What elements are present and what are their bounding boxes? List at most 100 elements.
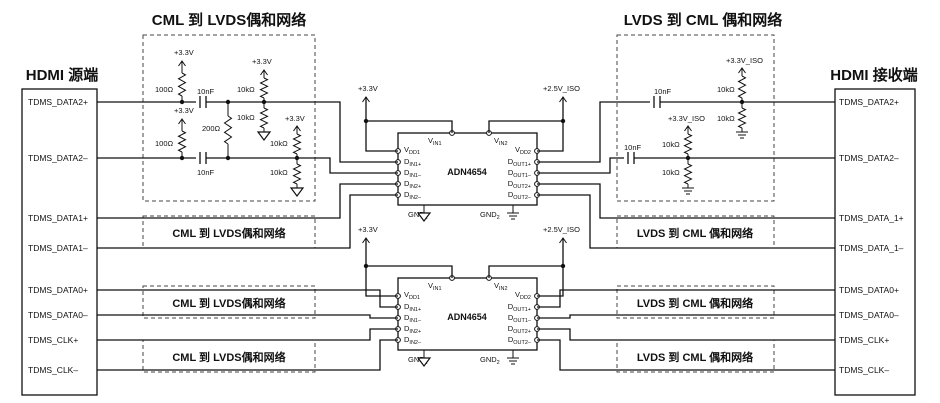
chip-name-label: ADN4654: [447, 167, 487, 177]
pin-vdd2: VDD2: [515, 145, 531, 156]
right-signal-label: TDMS_DATA_1–: [839, 243, 904, 253]
pin-right: DOUT1+: [508, 157, 531, 168]
dout1n-wire: [537, 157, 624, 174]
pin-right: DOUT1–: [508, 313, 532, 324]
right-signal-label: TDMS_DATA0–: [839, 310, 899, 320]
resistor-icon: [259, 77, 269, 99]
ground-icon: [416, 357, 432, 367]
pin-left: DIN2+: [404, 179, 421, 190]
hdmi-source-connector: [21, 88, 98, 396]
header-hdmi-source: HDMI 源端: [26, 66, 99, 84]
vdd2-wire: [537, 97, 564, 152]
din1n-wire: [297, 157, 398, 174]
left-signal-label: TDMS_CLK+: [28, 335, 78, 345]
resistor-icon: [737, 107, 747, 129]
power-label-3v3: +3.3V: [358, 225, 378, 234]
din2p-wire: [97, 328, 398, 341]
power-label-3v3: +3.3V: [285, 114, 305, 123]
din1n-wire: [97, 314, 398, 319]
vin1-wire: [366, 120, 453, 133]
coupling-label: LVDS 到 CML 偶和网络: [637, 296, 753, 310]
resistor-icon: [683, 133, 693, 155]
left-signal-label: TDMS_DATA0–: [28, 310, 88, 320]
dout2p-wire: [537, 328, 835, 341]
power-label-3v3-iso: +3.3V_ISO: [726, 56, 763, 65]
din2p-wire: [97, 183, 398, 219]
coupling-label: LVDS 到 CML 偶和网络: [637, 350, 753, 364]
pin-right: DOUT2–: [508, 335, 532, 346]
pin-vdd1: VDD1: [404, 145, 420, 156]
resistor-icon: [737, 75, 747, 99]
title-cml-to-lvds: CML 到 LVDS偶和网络: [152, 11, 306, 29]
lvds-to-cml-network-3: [616, 285, 775, 319]
din2n-wire: [97, 194, 398, 249]
pin-left: DIN1–: [404, 168, 422, 179]
ground-icon: [416, 212, 432, 222]
left-signal-label: TDMS_DATA1+: [28, 213, 88, 223]
pin-right: DOUT2+: [508, 324, 531, 335]
pin-left: DIN2+: [404, 324, 421, 335]
pin-vin2: VIN2: [494, 136, 508, 147]
adn4654-chip-bottom: [397, 277, 538, 351]
resistor-icon: [177, 72, 187, 97]
pin-left: DIN2–: [404, 335, 422, 346]
title-lvds-to-cml: LVDS 到 CML 偶和网络: [624, 11, 783, 29]
resistor-label: 200Ω: [202, 124, 221, 133]
cap-label: 10nF: [624, 143, 642, 152]
vdd2-wire: [537, 238, 564, 297]
right-signal-label: TDMS_DATA_1+: [839, 213, 904, 223]
resistor-label: 100Ω: [155, 85, 174, 94]
pin-vdd2: VDD2: [515, 290, 531, 301]
pin-right: DOUT1–: [508, 168, 532, 179]
pin-left: DIN1–: [404, 313, 422, 324]
left-signal-label: TDMS_DATA2+: [28, 97, 88, 107]
ground-icon: [256, 131, 272, 141]
power-label-2v5-iso: +2.5V_ISO: [543, 225, 580, 234]
power-label-2v5-iso: +2.5V_ISO: [543, 84, 580, 93]
resistor-icon: [259, 107, 269, 129]
power-label-3v3: +3.3V: [252, 57, 272, 66]
coupling-label: CML 到 LVDS偶和网络: [172, 226, 285, 240]
right-signal-label: TDMS_CLK+: [839, 335, 889, 345]
pin-vin1: VIN1: [428, 136, 442, 147]
junction-dot: [179, 155, 185, 161]
right-signal-label: TDMS_CLK–: [839, 365, 889, 375]
cap-label: 10nF: [654, 87, 672, 96]
vin1-wire: [366, 265, 453, 278]
resistor-label: 100Ω: [155, 139, 174, 148]
resistor-label: 10kΩ: [237, 85, 255, 94]
resistor-label: 10kΩ: [662, 140, 680, 149]
dout1p-wire: [537, 289, 835, 308]
vdd1-wire: [365, 238, 398, 297]
header-hdmi-sink: HDMI 接收端: [830, 66, 918, 84]
din1p-wire: [97, 289, 398, 308]
dout2p-wire: [537, 183, 835, 219]
pin-right: DOUT2–: [508, 190, 532, 201]
coupling-label: CML 到 LVDS偶和网络: [172, 350, 285, 364]
power-label-3v3: +3.3V: [358, 84, 378, 93]
resistor-label: 10kΩ: [662, 168, 680, 177]
coupling-label: LVDS 到 CML 偶和网络: [637, 226, 753, 240]
power-label-3v3: +3.3V: [174, 48, 194, 57]
vin2-wire: [488, 120, 563, 133]
pin-vin2: VIN2: [494, 281, 508, 292]
dout2n-wire: [537, 194, 835, 249]
adn4654-chip-top: [397, 132, 538, 206]
pin-right: DOUT2+: [508, 179, 531, 190]
hdmi-sink-connector: [834, 88, 916, 396]
resistor-icon: [177, 130, 187, 153]
dout2n-wire: [537, 339, 835, 371]
coupling-label: CML 到 LVDS偶和网络: [172, 296, 285, 310]
din1p-wire: [264, 101, 398, 163]
resistor-icon: [292, 163, 302, 185]
dout1n-wire: [537, 314, 835, 319]
pin-left: DIN1+: [404, 157, 421, 168]
left-signal-label: TDMS_DATA2–: [28, 153, 88, 163]
resistor-icon: [223, 115, 233, 145]
lvds-to-cml-network-top: [616, 34, 775, 202]
resistor-icon: [292, 133, 302, 155]
cml-to-lvds-network-3: [142, 285, 316, 319]
resistor-label: 10kΩ: [270, 168, 288, 177]
resistor-label: 10kΩ: [237, 113, 255, 122]
cap-label: 10nF: [197, 168, 215, 177]
